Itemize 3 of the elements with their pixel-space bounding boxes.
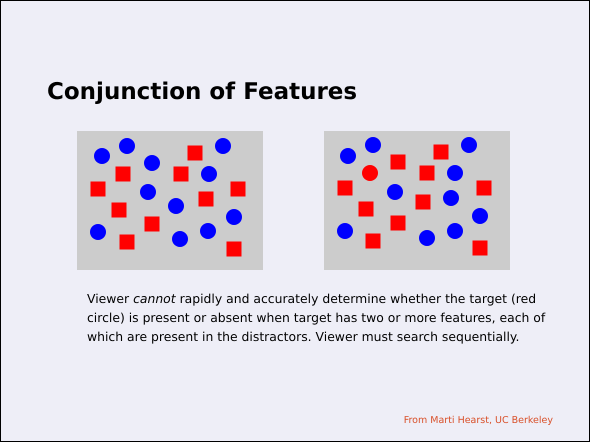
slide-title: Conjunction of Features — [47, 79, 358, 105]
source-credit: From Marti Hearst, UC Berkeley — [404, 415, 553, 426]
description-paragraph: Viewer cannot rapidly and accurately determine whether the target (red circle) is present or absent when target has two or more features, each of which are present in the distractors. Viewer must search sequentially. — [87, 290, 546, 346]
